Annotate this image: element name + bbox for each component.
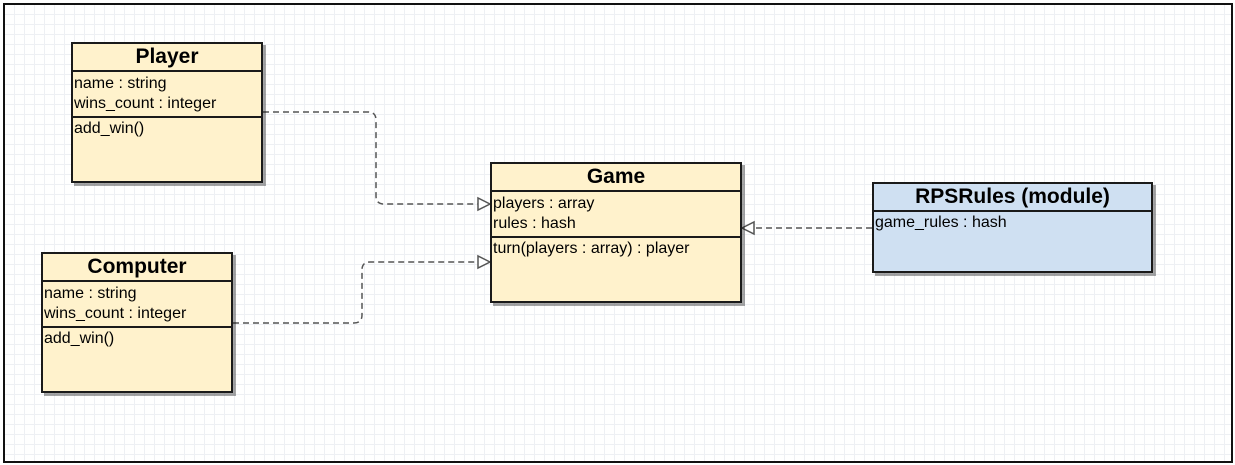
player-attributes: name : string wins_count : integer [73,72,261,118]
game-class[interactable]: Game players : array rules : hash turn(p… [490,162,742,303]
game-class-title: Game [492,164,740,192]
rpsrules-module-title: RPSRules (module) [874,184,1151,212]
game-attribute-rules: rules : hash [493,215,576,232]
player-class[interactable]: Player name : string wins_count : intege… [71,42,263,183]
game-attributes: players : array rules : hash [492,192,740,238]
computer-class[interactable]: Computer name : string wins_count : inte… [41,252,233,393]
game-attribute-players: players : array [493,195,595,212]
computer-method-add-win: add_win() [44,330,115,347]
computer-attribute-name: name : string [44,285,137,302]
player-attribute-name: name : string [74,75,167,92]
computer-attribute-wins-count: wins_count : integer [44,305,187,322]
game-methods: turn(players : array) : player [492,238,740,259]
player-method-add-win: add_win() [74,120,145,137]
rpsrules-attributes: game_rules : hash [874,212,1151,233]
game-method-turn: turn(players : array) : player [493,240,690,257]
computer-attributes: name : string wins_count : integer [43,282,231,328]
computer-class-title: Computer [43,254,231,282]
rpsrules-attribute-game-rules: game_rules : hash [875,214,1007,231]
computer-methods: add_win() [43,328,231,349]
player-class-title: Player [73,44,261,72]
player-methods: add_win() [73,118,261,139]
rpsrules-module[interactable]: RPSRules (module) game_rules : hash [872,182,1153,273]
player-attribute-wins-count: wins_count : integer [74,95,217,112]
